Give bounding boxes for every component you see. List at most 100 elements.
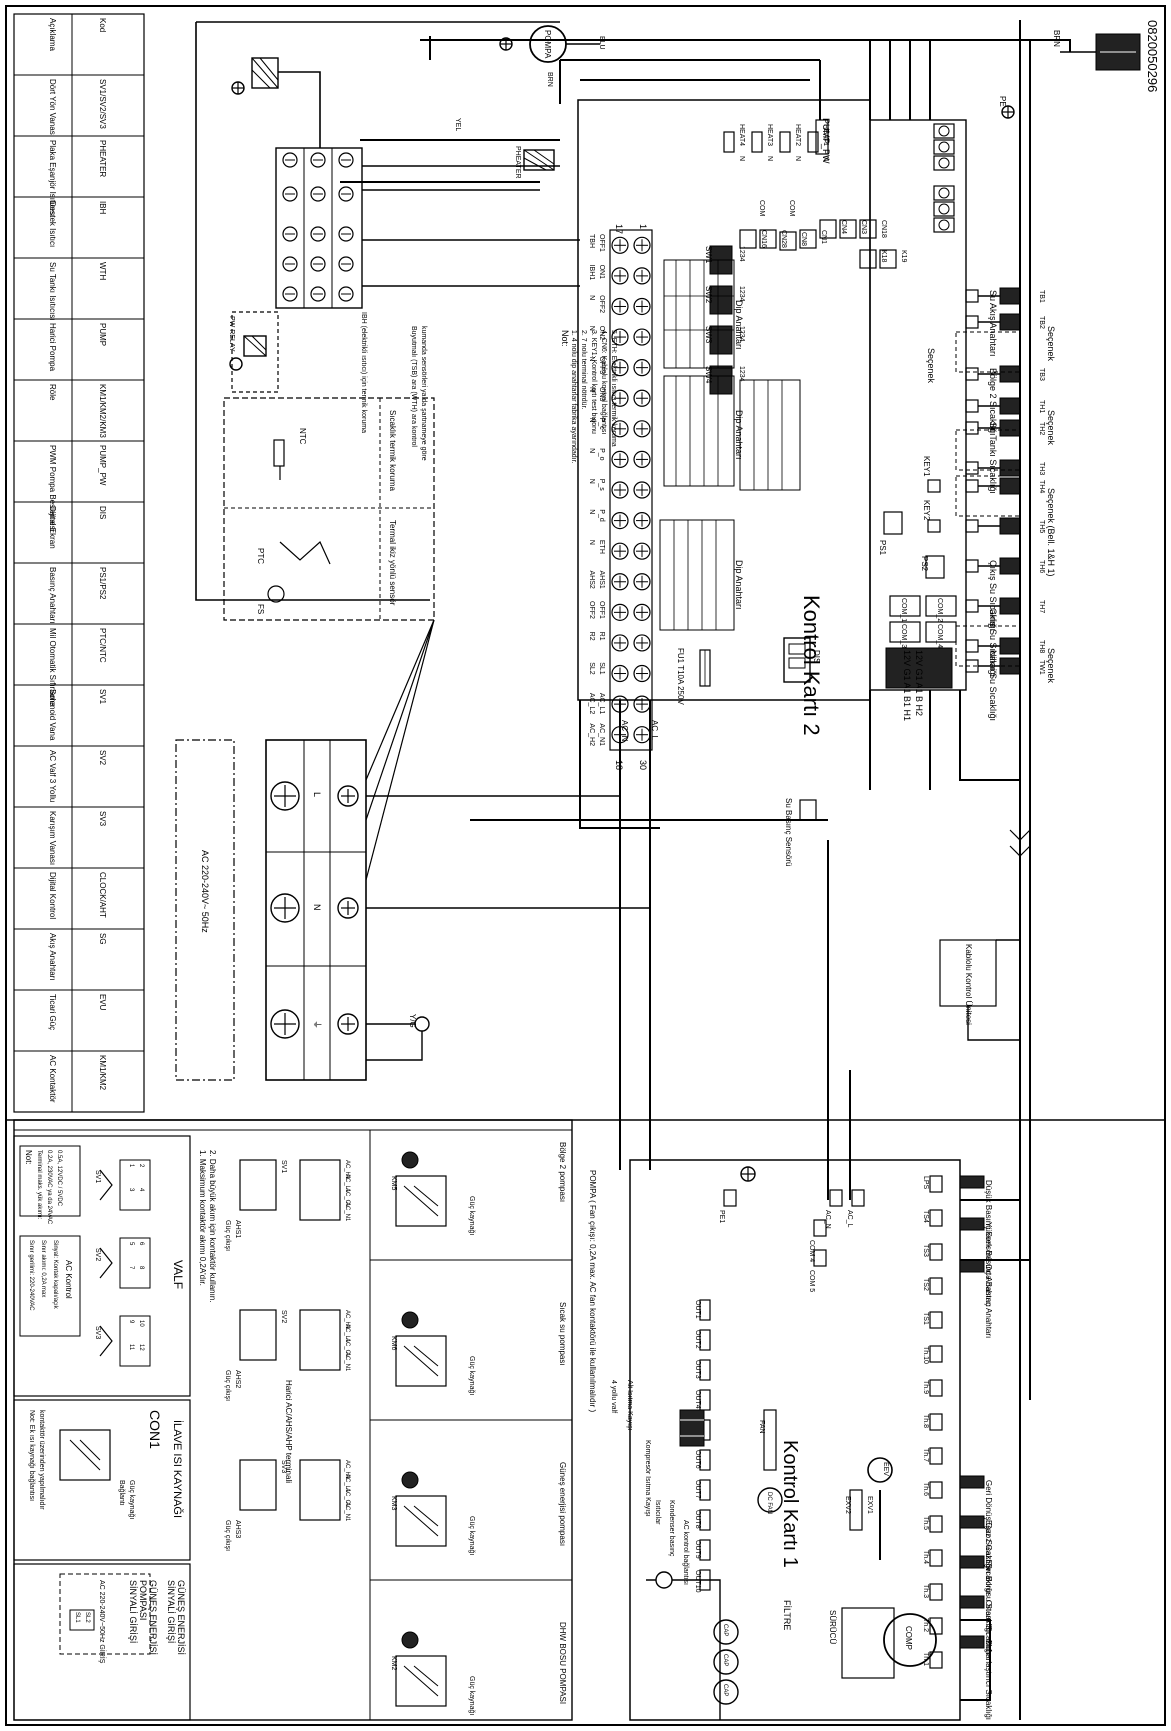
terminal-screw [633,328,651,346]
gunes-section: GÜNEŞ ENERJİSİ POMPASI SİNYALİ GİRİŞİ GÜ… [13,1563,191,1721]
board1-sensor-code: Th.7 [922,1448,929,1462]
terminal-screw [611,664,629,683]
output-label: OUT3 [694,1360,701,1379]
con1-ac-label: AC_CL [344,1488,350,1508]
valf-term: 11 [128,1344,134,1351]
heater-terminal-screw [310,226,326,242]
power-label-1: 12V G1 A1 B1 H1 [902,650,912,721]
buyutme-note-1: Buyutmalı (TSB) ara (WTH) ara kontrol [410,326,417,447]
com-bottom-label: COM_4 [936,624,943,648]
sensor-body [999,517,1021,535]
pump-blu: BLU [598,36,605,50]
exv2-label: EXV2 [844,1496,851,1514]
thermostat-note: Termal ikiz yönlü sensör [388,520,397,606]
switch-label: SW3 [704,326,713,344]
con1-ac-label: AC_L1 [344,1174,350,1193]
valf-symbol [99,1169,113,1201]
terminal-screw [611,450,629,469]
sensor-connector [965,519,979,533]
output-relay [699,1389,711,1411]
valf-term: 4 [138,1188,144,1192]
heat-neutral: N [822,156,829,161]
board1-note: AC kontrol bağlantısı [682,1520,689,1585]
display-label: DIS [812,650,821,663]
output-relay [699,1449,711,1471]
con1-ac-label: AC_L1 [344,1324,350,1343]
legend-desc: Karışım Vanası [48,811,57,865]
relay-note-2: 2. Daha büyük akım için kontaktör kullan… [208,1150,217,1303]
sensor-connector [965,599,979,613]
valf-term: 7 [128,1266,134,1270]
sensor-code: TH5 [1038,520,1045,533]
dip-table-3-title: Dip Anahtarı [734,560,744,610]
output-label: OUT8 [694,1510,701,1529]
valf-term: 5 [128,1242,134,1246]
connector-box [859,219,877,239]
switch-dip-label: 1234 [738,326,745,342]
sensor-secenek-3: Seçenek [1046,326,1056,362]
sensor-code: TB2 [1038,316,1045,329]
control-board-2: Kontrol Kartı 2 OFF1ON1OFF2ON2OFF3ON3P_c… [560,99,907,770]
power-terminal-label: N [312,904,322,911]
board1-sensor-code: TS2 [922,1278,929,1291]
legend-code: EVU [98,994,107,1011]
board1-sensor-code: TS1 [922,1312,929,1325]
board1-sensor-code: LPS [922,1176,929,1190]
sensor-secenek-2: Seçenek [1046,648,1056,684]
connector-label: CN16 [760,230,767,248]
legend-code: PUMP_PW [98,445,107,486]
pwrelay-label: PW RELAY [228,316,235,352]
legend-desc: PWM Pompa Beslemesi [48,445,57,531]
board1-sensor-body [959,1515,985,1529]
terminal-screw [611,573,629,591]
con1-contactor [395,1655,447,1707]
board1-sensor-code: Th.10 [922,1346,929,1364]
terminal-screw [633,236,651,254]
output-label: OUT2 [694,1330,701,1349]
dip-table-4 [739,379,801,491]
con1-title: CON1 [147,1410,163,1449]
dc-fan-label: DC FAN [766,1492,772,1514]
board2-note: 3. KEY1: Kontrol kartı test butonu [590,330,597,434]
sensor-code: TB1 [1038,290,1045,303]
comp-label: COMP [904,1626,913,1650]
con1-pump-name: Sıcak su pompası [558,1302,567,1366]
com-bottom-box [925,595,957,617]
valf-code: SV3 [94,1326,101,1339]
heat-label: HEAT1 [822,124,829,146]
con1-ac-label: AC_N1 [344,1352,350,1372]
valf-term: 12 [138,1344,144,1351]
legend-code: PUMP [98,323,107,346]
con1-contactor [395,1495,447,1547]
sensor-body [999,557,1021,575]
board1-com-label: AC_L [846,1210,853,1228]
thermostat-shield: Sıcaklık termik koruma [388,410,397,491]
right-relay-screw [938,157,950,169]
key2-label: KEY2 [922,500,931,521]
power-source-box [175,739,235,1081]
sensor-connector [965,479,979,493]
legend-code: SV3 [98,811,107,827]
terminal-label-bottom: N [588,540,595,545]
legend-desc: Akış Anahtarı [48,933,57,981]
legend-desc: Röle [48,384,57,401]
pe-label: PE [998,96,1007,107]
heater-terminal-screw [282,226,298,242]
filtre-label: FİLTRE [782,1600,792,1630]
connector-label: CN18 [880,220,887,238]
heater-terminal-screw [338,286,354,302]
cap-2 [713,1649,739,1675]
legend-desc: Dört Yön Vanası [48,79,57,137]
con1-pump-caption: Güç kaynağı [468,1676,475,1715]
con1-pump-name: DHW BOSU POMPASI [558,1622,567,1704]
board1-sensor-body [959,1595,985,1609]
valf-terminal-block [119,1315,151,1367]
right-relay-screw [938,125,950,137]
terminal-label-bottom: SL2 [588,662,595,675]
board1-note: 4 yollu valf [610,1380,617,1413]
diagram-id: 0820050296 [1145,20,1160,92]
sensor-code: TH4 [1038,480,1045,493]
con1-relay-box [239,1159,277,1211]
terminal-label-top: P_s [598,479,605,492]
